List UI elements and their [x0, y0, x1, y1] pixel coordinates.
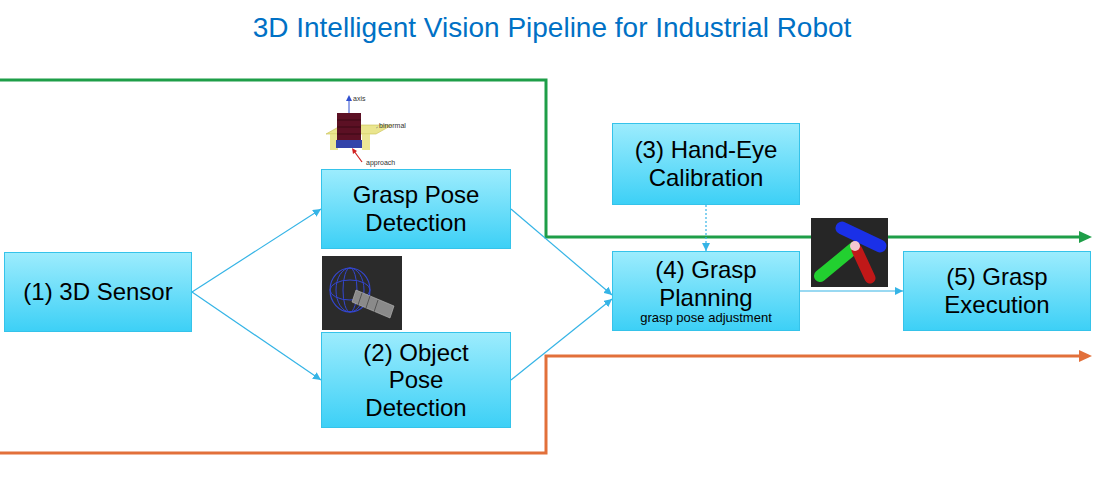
process-box: (3) Hand-Eye Calibration	[612, 123, 800, 205]
shaft-thread	[374, 300, 378, 312]
block-stripe	[337, 134, 361, 135]
axis-arrowhead	[346, 95, 352, 101]
gripper-finger	[362, 134, 370, 150]
process-box: (4) Grasp Planninggrasp pose adjustment	[612, 251, 800, 331]
orange-flow-line	[0, 356, 1082, 453]
box-label: (3) Hand-Eye Calibration	[627, 136, 785, 191]
process-box: (1) 3D Sensor	[4, 252, 192, 332]
red-link	[857, 250, 870, 278]
figure-label: approach	[366, 159, 395, 166]
image-background	[811, 218, 888, 287]
gripper-illustration	[811, 218, 888, 287]
process-box: (5) Grasp Execution	[903, 251, 1091, 331]
green-arrowhead	[1079, 231, 1092, 243]
leader-line	[376, 127, 378, 128]
object-block	[337, 113, 361, 140]
box-label: (4) Grasp Planning	[627, 256, 785, 311]
wireframe-ring	[343, 268, 357, 312]
flow-arrow	[192, 209, 321, 292]
joint	[850, 241, 860, 251]
box-label: Grasp Pose Detection	[336, 181, 496, 236]
axis-line	[349, 99, 350, 113]
block-stripe	[337, 120, 361, 121]
blue-link	[842, 228, 880, 246]
box-label: (1) 3D Sensor	[23, 278, 172, 306]
object-shaft	[352, 290, 394, 318]
green-link	[820, 248, 854, 276]
process-box: (2) Object Pose Detection	[321, 332, 511, 428]
approach-arrow	[354, 151, 362, 162]
flow-arrow	[192, 292, 321, 380]
figure-label: binormal	[379, 122, 406, 129]
flow-arrow	[511, 299, 612, 380]
object-pose-illustration	[322, 256, 402, 330]
figure-label: axis	[353, 95, 365, 102]
block-base	[336, 140, 362, 148]
green-flow-line	[0, 80, 1082, 237]
diagram-title: 3D Intelligent Vision Pipeline for Indus…	[0, 12, 1104, 44]
box-sublabel: grasp pose adjustment	[640, 311, 772, 326]
orange-arrowhead	[1079, 350, 1092, 362]
block-stripe	[337, 127, 361, 128]
approach-arrowhead	[352, 148, 357, 154]
flow-arrow	[511, 209, 612, 295]
flow-arrow	[800, 290, 903, 291]
shaft-thread	[358, 293, 362, 305]
box-label: (5) Grasp Execution	[918, 263, 1076, 318]
process-box: Grasp Pose Detection	[321, 169, 511, 249]
flow-arrow	[705, 205, 706, 251]
image-background	[322, 256, 402, 330]
box-label: (2) Object Pose Detection	[336, 339, 496, 422]
shaft-thread	[366, 296, 370, 308]
